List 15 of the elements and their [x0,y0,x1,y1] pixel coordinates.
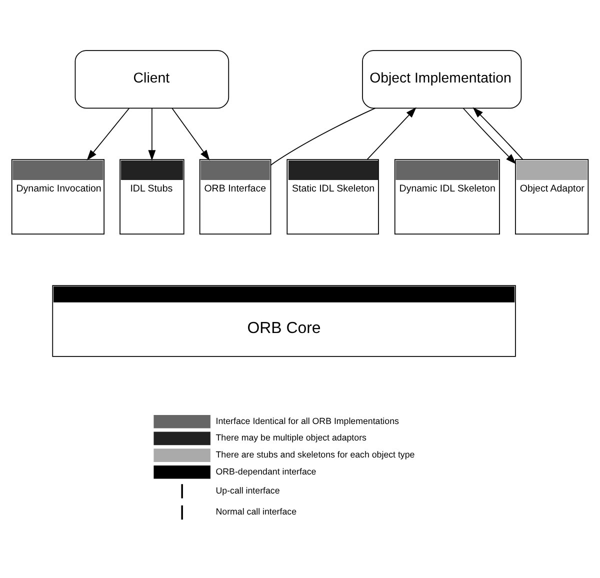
connector [270,107,376,166]
legend-label: Interface Identical for all ORB Implementations [216,415,399,426]
arrow [172,107,210,160]
legend-label: Up-call interface [216,484,280,495]
legend-label: ORB-dependant interface [216,466,316,476]
arrow [86,107,130,160]
arrow [462,107,516,164]
legend-label: Normal call interface [216,506,297,516]
legend-label: There are stubs and skeletons for each object type [216,449,415,460]
arrow [148,107,156,160]
node-box: Client [74,50,230,108]
arrow [472,106,524,160]
node-box: Object Implementation [362,50,522,108]
arrow [366,106,416,160]
legend-label: There may be multiple object adaptors [216,432,366,442]
